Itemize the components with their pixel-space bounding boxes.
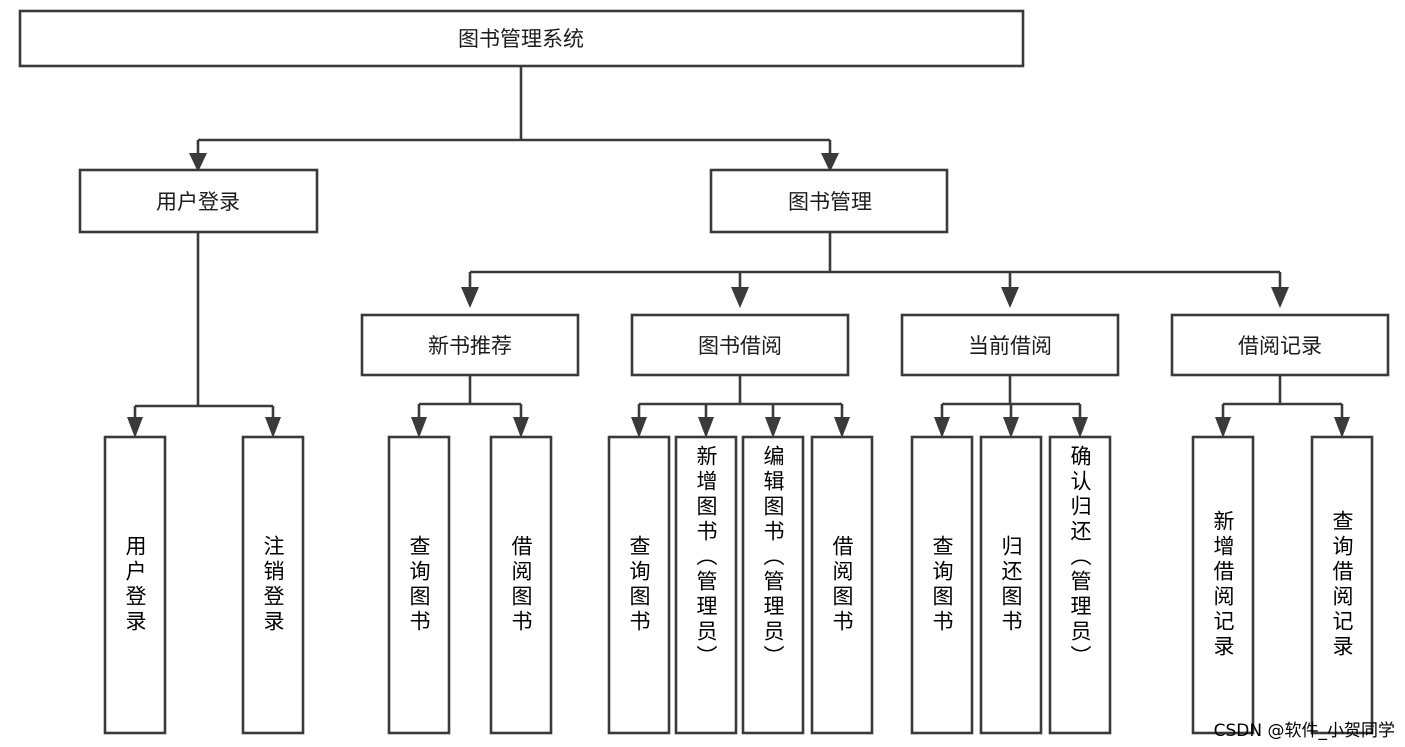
node-leaf-add-record-box[interactable]	[1191, 435, 1255, 735]
node-user-login[interactable]: 用户登录	[78, 168, 319, 234]
arrow-head-leaf-query-record	[1334, 417, 1350, 438]
arrow-head-leaf-borrow-book-2	[834, 417, 850, 438]
connector-group-current-borrow	[934, 375, 1088, 438]
node-current-borrow-box[interactable]	[900, 313, 1120, 377]
node-leaf-confirm-return[interactable]	[1048, 435, 1112, 735]
node-leaf-query-record-box[interactable]	[1310, 435, 1374, 735]
arrow-head-leaf-user-login	[127, 417, 143, 438]
node-new-book-rec-box[interactable]	[360, 313, 580, 377]
arrow-head-leaf-query-book-2	[631, 417, 647, 438]
node-root[interactable]: 图书管理系统	[18, 9, 1025, 68]
node-leaf-logout[interactable]	[241, 435, 305, 735]
node-current-borrow-label: 当前借阅	[968, 334, 1052, 358]
node-book-mgmt-box[interactable]	[709, 168, 949, 234]
node-leaf-borrow-book-1-box[interactable]	[489, 435, 553, 735]
node-user-login-label: 用户登录	[156, 190, 240, 214]
node-leaf-borrow-book-2[interactable]	[810, 435, 874, 735]
arrow-head-book-mgmt	[821, 153, 839, 172]
node-book-borrow-label: 图书借阅	[698, 334, 782, 358]
arrow-head-leaf-add-record	[1215, 417, 1231, 438]
connector-group-book-borrow	[631, 375, 850, 438]
node-book-borrow-box[interactable]	[630, 313, 850, 377]
arrow-head-user-login	[189, 153, 207, 172]
arrow-head-leaf-query-book-1	[411, 417, 427, 438]
node-new-book-rec-label: 新书推荐	[428, 334, 512, 358]
connector-group-book-mgmt	[461, 232, 1289, 308]
node-leaf-query-book-1[interactable]	[387, 435, 451, 735]
node-book-borrow[interactable]: 图书借阅	[630, 313, 850, 377]
node-leaf-add-book-box[interactable]	[674, 435, 738, 735]
node-leaf-query-record[interactable]	[1310, 435, 1374, 735]
node-leaf-query-book-3-box[interactable]	[910, 435, 974, 735]
arrow-head-leaf-borrow-book-1	[513, 417, 529, 438]
node-leaf-borrow-book-2-box[interactable]	[810, 435, 874, 735]
connector-group-root	[189, 66, 839, 172]
node-current-borrow[interactable]: 当前借阅	[900, 313, 1120, 377]
node-leaf-borrow-book-1[interactable]	[489, 435, 553, 735]
node-user-login-box[interactable]	[78, 168, 319, 234]
connector-group-new-book-rec	[411, 375, 529, 438]
arrow-head-leaf-edit-book	[765, 417, 781, 438]
node-leaf-logout-box[interactable]	[241, 435, 305, 735]
node-leaf-query-book-2[interactable]	[607, 435, 671, 735]
node-leaf-edit-book-box[interactable]	[741, 435, 805, 735]
watermark: CSDN @软件_小贺同学	[1213, 721, 1395, 741]
arrow-head-current-borrow	[1001, 287, 1019, 308]
arrow-head-borrow-record	[1271, 287, 1289, 308]
node-leaf-add-book[interactable]	[674, 435, 738, 735]
node-leaf-user-login[interactable]	[103, 435, 167, 735]
node-leaf-user-login-box[interactable]	[103, 435, 167, 735]
connector-group-borrow-record	[1215, 375, 1350, 438]
node-leaf-query-book-2-box[interactable]	[607, 435, 671, 735]
arrow-head-leaf-add-book	[698, 417, 714, 438]
node-leaf-confirm-return-box[interactable]	[1048, 435, 1112, 735]
arrow-head-book-borrow	[731, 287, 749, 308]
node-book-mgmt[interactable]: 图书管理	[709, 168, 949, 234]
node-borrow-record[interactable]: 借阅记录	[1170, 313, 1390, 377]
arrow-head-leaf-confirm-return	[1072, 417, 1088, 438]
node-book-mgmt-label: 图书管理	[788, 190, 872, 214]
node-leaf-edit-book[interactable]	[741, 435, 805, 735]
arrow-head-leaf-return-book	[1003, 417, 1019, 438]
node-root-label: 图书管理系统	[458, 27, 584, 51]
node-borrow-record-label: 借阅记录	[1238, 334, 1322, 358]
node-new-book-rec[interactable]: 新书推荐	[360, 313, 580, 377]
node-root-box[interactable]	[18, 9, 1025, 68]
node-leaf-query-book-1-box[interactable]	[387, 435, 451, 735]
node-borrow-record-box[interactable]	[1170, 313, 1390, 377]
node-leaf-add-record[interactable]	[1191, 435, 1255, 735]
arrow-head-new-book-rec	[461, 287, 479, 308]
node-leaf-return-book-box[interactable]	[979, 435, 1043, 735]
arrow-head-leaf-logout	[265, 417, 281, 438]
node-leaf-return-book[interactable]	[979, 435, 1043, 735]
node-leaf-query-book-3[interactable]	[910, 435, 974, 735]
connector-group-user-login	[127, 232, 281, 438]
arrow-head-leaf-query-book-3	[934, 417, 950, 438]
